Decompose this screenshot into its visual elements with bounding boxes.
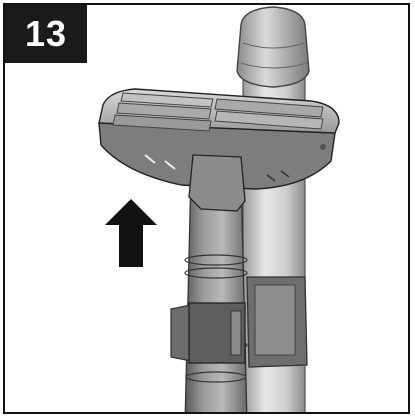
up-arrow-icon bbox=[105, 199, 157, 267]
instruction-panel: 13 bbox=[3, 3, 410, 414]
rear-tube bbox=[236, 6, 310, 412]
vacuum-illustration bbox=[98, 6, 340, 412]
step-number-badge: 13 bbox=[5, 5, 87, 63]
wand-tube bbox=[170, 172, 248, 412]
upholstery-nozzle bbox=[98, 88, 340, 212]
